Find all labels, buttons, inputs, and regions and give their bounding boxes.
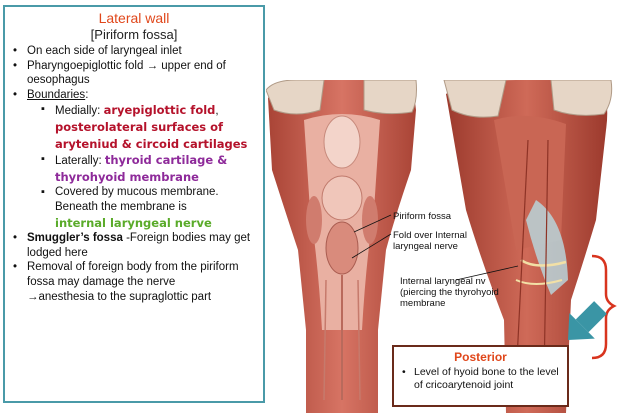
main-bullet-list: On each side of laryngeal inlet Pharyngo… — [11, 44, 257, 304]
panel-subtitle: [Piriform fossa] — [90, 27, 178, 42]
arrow-icon: → — [27, 290, 39, 303]
bullet-foreign-body: Removal of foreign body from the pirifor… — [11, 260, 257, 304]
pharynx-posterior-opened — [266, 80, 417, 413]
leader-line-piriform — [353, 214, 392, 233]
panel-title: Lateral wall — [98, 10, 170, 26]
sub-laterally: Laterally: thyroid cartilage & thyrohyoi… — [41, 152, 257, 185]
leader-line-internal-nv — [455, 265, 519, 281]
pharynx-dissected-right — [443, 80, 613, 413]
posterior-text: Level of hyoid bone to the level of cric… — [400, 366, 561, 392]
label-fold-over-nerve: Fold over Internal laryngeal nerve — [393, 230, 467, 252]
posterior-info-box: Posterior Level of hyoid bone to the lev… — [392, 345, 569, 407]
lateral-wall-panel: Lateral wall [Piriform fossa] On each si… — [3, 5, 265, 403]
pointer-arrow-icon — [567, 301, 607, 341]
bullet-boundaries: Boundaries: Medially: aryepiglottic fold… — [11, 88, 257, 231]
level-bracket — [591, 254, 617, 360]
bullet-laryngeal-inlet: On each side of laryngeal inlet — [11, 44, 257, 59]
arrow-icon: → — [146, 59, 159, 72]
leader-line-fold — [351, 233, 392, 259]
sub-mucous-membrane: Covered by mucous membrane. Beneath the … — [41, 185, 257, 231]
posterior-title: Posterior — [454, 350, 507, 364]
sub-medially: Medially: aryepiglottic fold, posterolat… — [41, 102, 257, 152]
bullet-smugglers-fossa: Smuggler’s fossa -Foreign bodies may get… — [11, 231, 257, 260]
label-piriform-fossa: Piriform fossa — [393, 211, 452, 222]
bullet-pharyngoepiglottic: Pharyngoepiglottic fold → upper end of o… — [11, 59, 257, 88]
pharynx-illustration — [266, 80, 617, 413]
boundaries-sub-list: Medially: aryepiglottic fold, posterolat… — [27, 102, 257, 231]
label-internal-laryngeal-nv: Internal laryngeal nv (piercing the thyr… — [400, 276, 499, 309]
